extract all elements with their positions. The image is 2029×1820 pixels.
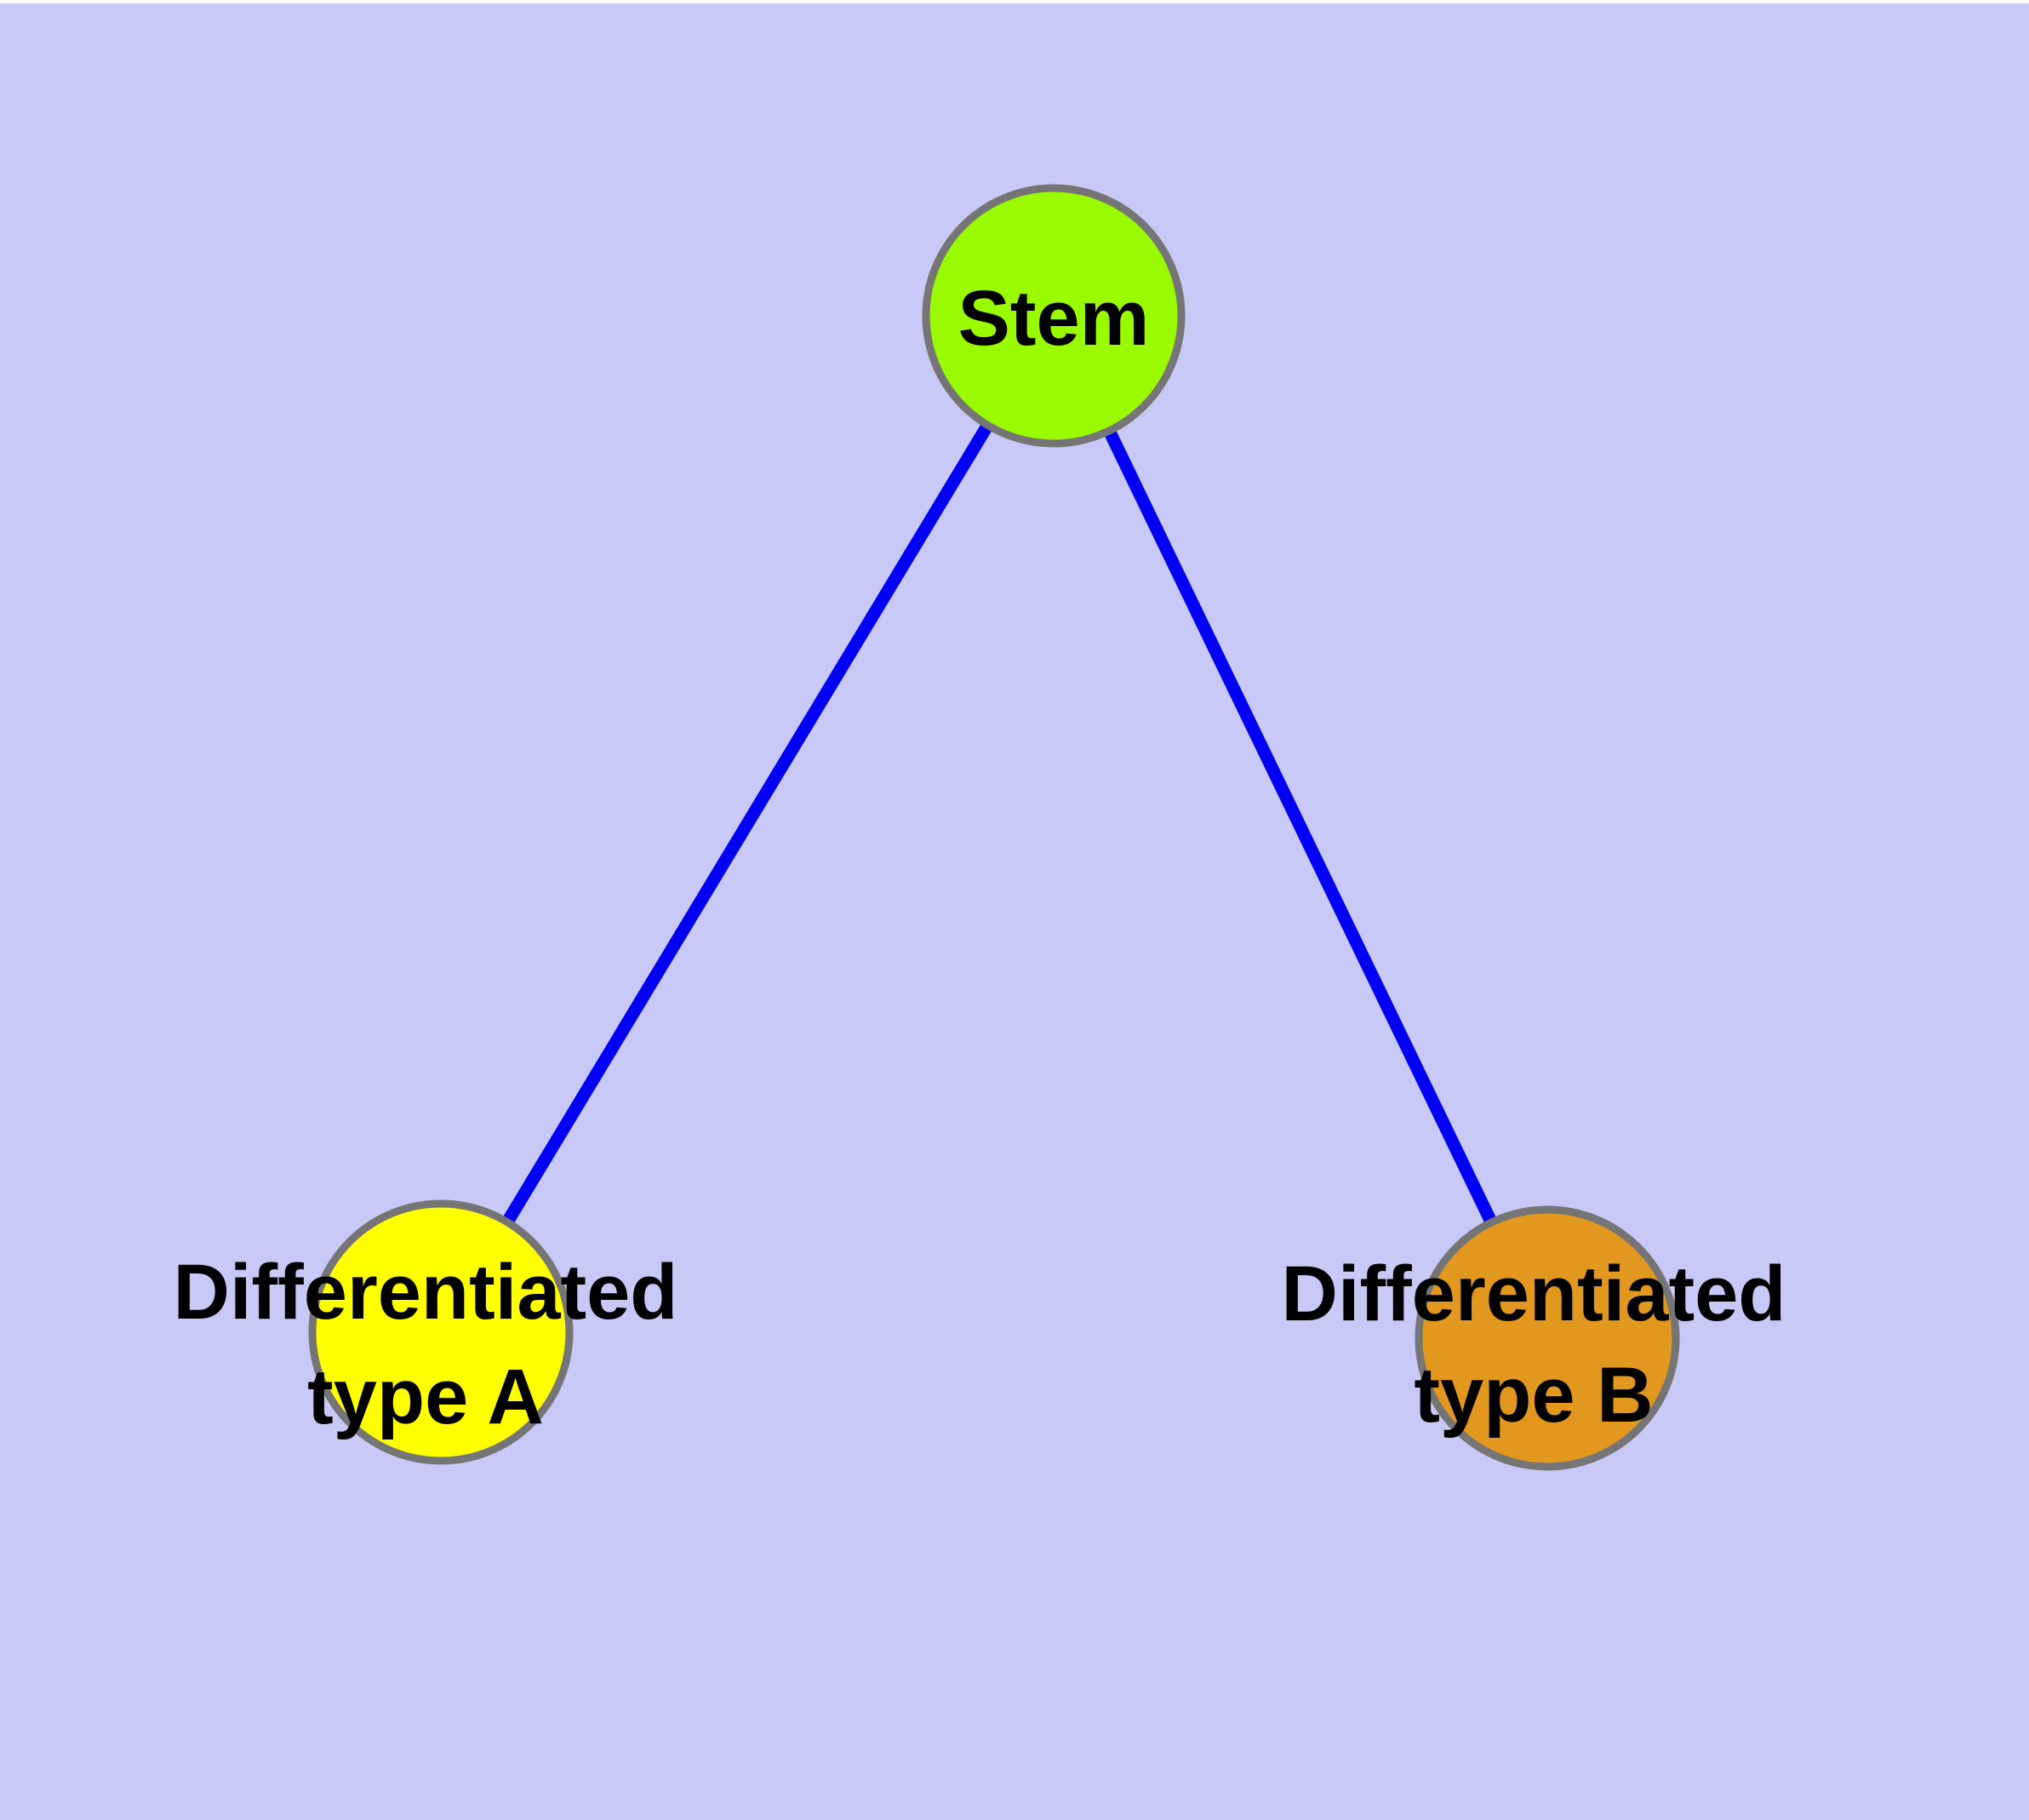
stem-node bbox=[922, 184, 1186, 448]
type-a-label-line2: type A bbox=[307, 1354, 544, 1440]
type-b-label-line1: Differentiated bbox=[1282, 1251, 1786, 1337]
edge-stem-to-type-b bbox=[1048, 312, 1553, 1342]
edge-stem-to-type-a bbox=[435, 312, 1060, 1336]
type-b-label-line2: type B bbox=[1414, 1352, 1653, 1439]
stem-node-label: Stem bbox=[958, 275, 1150, 362]
type-a-node bbox=[308, 1199, 574, 1465]
type-a-label-line1: Differentiated bbox=[174, 1249, 678, 1336]
type-b-node bbox=[1415, 1205, 1680, 1471]
